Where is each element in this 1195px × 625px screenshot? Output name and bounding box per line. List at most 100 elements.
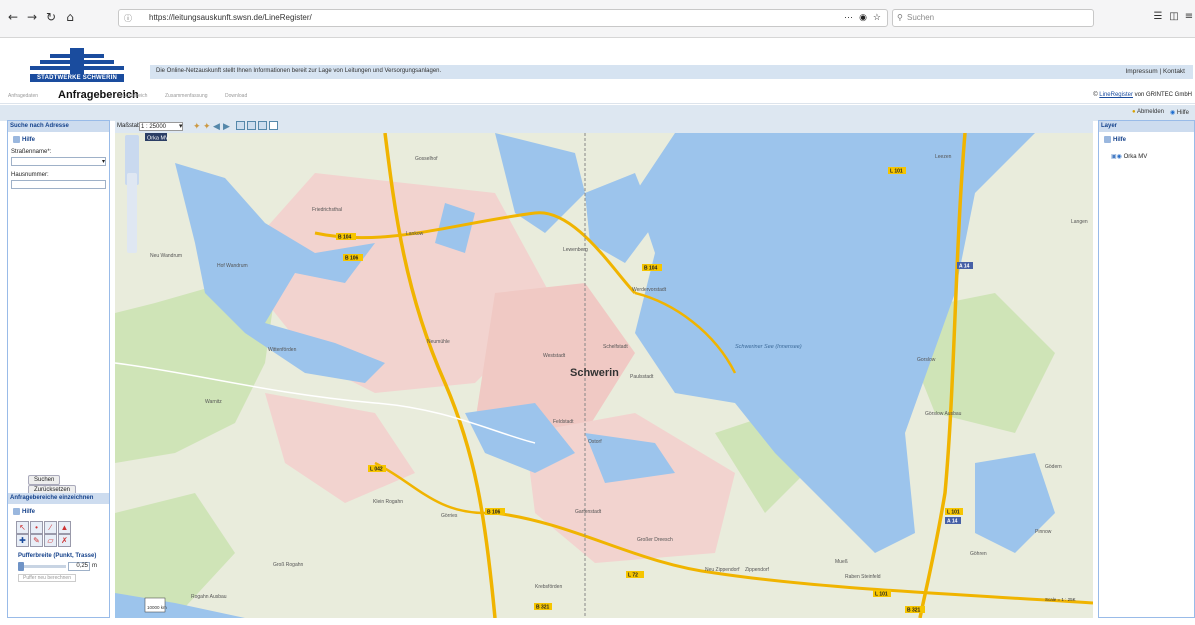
scale-info: Scale = 1 : 25K	[1045, 597, 1076, 602]
street-select[interactable]: ▾	[11, 157, 106, 167]
road-label: L 101	[947, 510, 960, 516]
search-icon: ⚲	[897, 13, 903, 22]
measure-icon[interactable]	[247, 121, 256, 130]
address-bar[interactable]: ⓘ https://leitungsauskunft.swsn.de/LineR…	[118, 9, 888, 27]
logout-link[interactable]: ● Abmelden	[1132, 109, 1164, 115]
more-icon[interactable]: ···	[844, 12, 853, 22]
place-label: Wittenförden	[268, 347, 297, 353]
sidebar-icon[interactable]: ◫	[1169, 11, 1179, 22]
buffer-slider[interactable]	[18, 565, 66, 569]
pan-control[interactable]	[125, 135, 139, 185]
point-tool-icon[interactable]: •	[30, 521, 43, 535]
zoom-slider[interactable]	[127, 173, 137, 253]
polygon-tool-icon[interactable]: ▲	[58, 521, 71, 535]
map-canvas[interactable]: Orka MV Schwerin Schweriner See (Innense…	[115, 133, 1093, 618]
copy-tool-icon[interactable]: ▱	[44, 534, 57, 548]
line-tool-icon[interactable]: ∕	[44, 521, 57, 535]
road-label: L 72	[628, 573, 638, 579]
slider-handle[interactable]	[18, 562, 24, 572]
road-label: L 101	[890, 169, 903, 175]
step-druckbereich[interactable]: Druckbereich	[118, 93, 148, 99]
place-label: Groß Rogahn	[273, 562, 304, 568]
print-icon[interactable]	[258, 121, 267, 130]
search-input[interactable]: ⚲ Suchen	[892, 9, 1094, 27]
zoom-icon[interactable]: ✦	[203, 121, 211, 131]
scale-label: Maßstab	[117, 123, 141, 129]
search-button[interactable]: Suchen	[28, 475, 61, 485]
chevron-down-icon[interactable]: ▾	[101, 159, 105, 166]
delete-tool-icon[interactable]: ✗	[58, 534, 71, 548]
place-label: Langen	[1071, 219, 1088, 225]
place-label: Klein Rogahn	[373, 499, 403, 505]
reload-icon[interactable]: ↻	[45, 10, 57, 24]
map-svg[interactable]: Orka MV Schwerin Schweriner See (Innense…	[115, 133, 1093, 618]
road-label: B 321	[536, 605, 550, 611]
place-label: Gartenstadt	[575, 509, 602, 515]
site-header: STADTWERKE SCHWERIN Die Online-Netzausku…	[0, 38, 1195, 88]
place-label: Göhren	[970, 551, 987, 557]
place-label: Görries	[441, 513, 458, 519]
place-label: Raben Steinfeld	[845, 574, 881, 580]
pocket-icon[interactable]: ◉	[859, 12, 867, 22]
place-label: Gosselhof	[415, 156, 438, 162]
info-icon[interactable]: ⓘ	[124, 14, 132, 23]
scalebar-label: 10000 km	[147, 605, 167, 610]
road-label: A 14	[959, 264, 970, 270]
buffer-input[interactable]: 0,25	[68, 562, 90, 572]
city-label: Schwerin	[570, 367, 619, 379]
lake-label: Schweriner See (Innensee)	[735, 344, 802, 350]
number-field[interactable]	[11, 180, 106, 190]
step-download[interactable]: Download	[225, 93, 248, 99]
fullextent-icon[interactable]	[269, 121, 278, 130]
place-label: Lewenberg	[563, 247, 588, 253]
back-icon[interactable]: ←	[7, 10, 19, 24]
collapse-icon[interactable]	[13, 136, 20, 143]
edit-tool-icon[interactable]: ✎	[30, 534, 43, 548]
road-label: B 106	[487, 510, 501, 516]
draw-help[interactable]: Hilfe	[13, 508, 109, 515]
draw-title: Anfragebereiche einzeichnen	[8, 493, 109, 504]
forward-icon[interactable]: →	[26, 10, 38, 24]
help-link[interactable]: ◉ Hilfe	[1170, 109, 1189, 116]
left-panel: Suche nach Adresse Hilfe Straßenname*: ▾…	[7, 120, 110, 618]
step-zusammenfassung[interactable]: Zusammenfassung	[165, 93, 208, 99]
user-icon: ●	[1132, 109, 1136, 115]
place-label: Neu Wandrum	[150, 253, 182, 259]
road-label: B 104	[338, 235, 352, 241]
road-label: B 104	[644, 266, 658, 272]
draw-tools: ↖•∕▲ ✚✎▱✗	[16, 521, 109, 548]
layer-item-orka[interactable]: ▣◉ Orka MV	[1111, 153, 1194, 160]
forward-extent-icon[interactable]: ▶	[223, 121, 230, 131]
step-anfragedaten[interactable]: Anfragedaten	[8, 93, 39, 99]
pan-icon[interactable]: ✦	[193, 121, 201, 131]
scale-select[interactable]: 1 : 25000	[139, 122, 183, 131]
lineregister-link[interactable]: LineRegister	[1099, 92, 1133, 98]
layer-help[interactable]: Hilfe	[1104, 136, 1194, 143]
browser-toolbar: ← → ↻ ⌂ ⓘ https://leitungsauskunft.swsn.…	[0, 0, 1195, 38]
help-label: Hilfe	[1176, 110, 1189, 116]
library-icon[interactable]: ☰	[1153, 11, 1163, 22]
buffer-unit: m	[92, 563, 97, 570]
home-icon[interactable]: ⌂	[66, 10, 74, 24]
map-layer-icon: ▣	[1111, 154, 1117, 161]
buffer-recalc-button[interactable]: Puffer neu berechnen	[18, 574, 76, 583]
select-area-icon[interactable]	[236, 121, 245, 130]
back-extent-icon[interactable]: ◀	[213, 121, 220, 131]
select-tool-icon[interactable]: ↖	[16, 521, 29, 535]
place-label: Görslow Ausbau	[925, 411, 962, 417]
road-label: B 321	[907, 608, 921, 614]
place-label: Warnitz	[205, 399, 222, 405]
search-help[interactable]: Hilfe	[13, 136, 109, 143]
place-label: Leezen	[935, 154, 952, 160]
stadtwerke-logo[interactable]: STADTWERKE SCHWERIN	[30, 48, 124, 82]
place-labels: Neu Wandrum Hof Wandrum Wittenförden Fri…	[150, 154, 1088, 600]
layer-tag: Orka MV	[147, 136, 169, 142]
search-address-title: Suche nach Adresse	[8, 121, 109, 132]
menu-icon[interactable]: ≡	[1184, 11, 1194, 22]
move-tool-icon[interactable]: ✚	[16, 534, 29, 548]
bookmark-star-icon[interactable]: ☆	[872, 12, 881, 22]
impressum-link[interactable]: Impressum | Kontakt	[1125, 68, 1186, 75]
chevron-down-icon[interactable]: ▾	[179, 123, 183, 130]
collapse-icon[interactable]	[13, 508, 20, 515]
collapse-icon[interactable]	[1104, 136, 1111, 143]
